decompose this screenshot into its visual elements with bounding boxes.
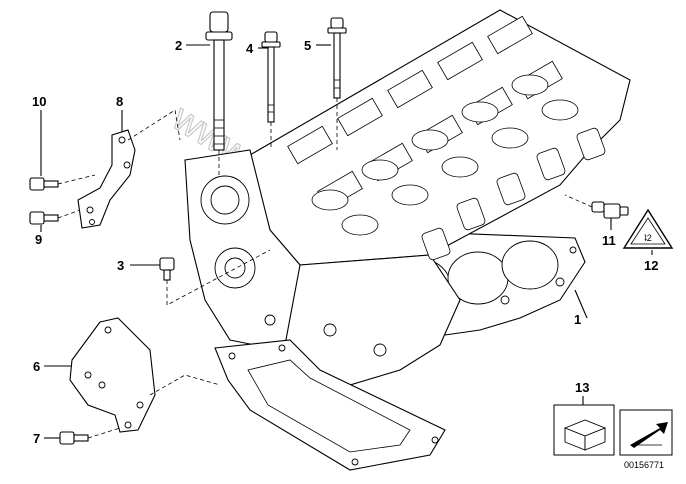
timing-cover-gasket [214,339,446,471]
callout-13: 13 [575,380,589,395]
callout-12: 12 [644,258,658,273]
bracket-lower [69,317,156,433]
callout-8: 8 [116,94,123,109]
callout-11: 11 [602,233,616,248]
callout-3: 3 [117,258,124,273]
leader-lines [40,44,653,439]
callout-7: 7 [33,431,40,446]
callout-5: 5 [304,38,311,53]
callout-6: 6 [33,359,40,374]
temperature-sensor [564,194,629,219]
head-bolt-short [261,31,281,150]
bolt-9 [29,209,81,225]
callout-4: 4 [246,41,254,56]
arrow-box [619,409,673,456]
callout-2: 2 [175,38,182,53]
bolt-10 [29,174,96,191]
cylinder-head-bolt [205,11,233,175]
kit-box [553,404,615,456]
callout-9: 9 [35,232,42,247]
diagram-id: 00156771 [624,460,664,470]
warning-triangle: ʇ2 [622,208,674,249]
callout-1: 1 [574,312,581,327]
bolt-7 [59,427,121,445]
head-bolt-medium [327,17,347,150]
cylinder-head [184,9,631,386]
bracket-upper [77,129,136,229]
warning-symbol-text: ʇ2 [644,233,652,243]
bolt-3 [159,249,271,306]
callout-10: 10 [32,94,46,109]
